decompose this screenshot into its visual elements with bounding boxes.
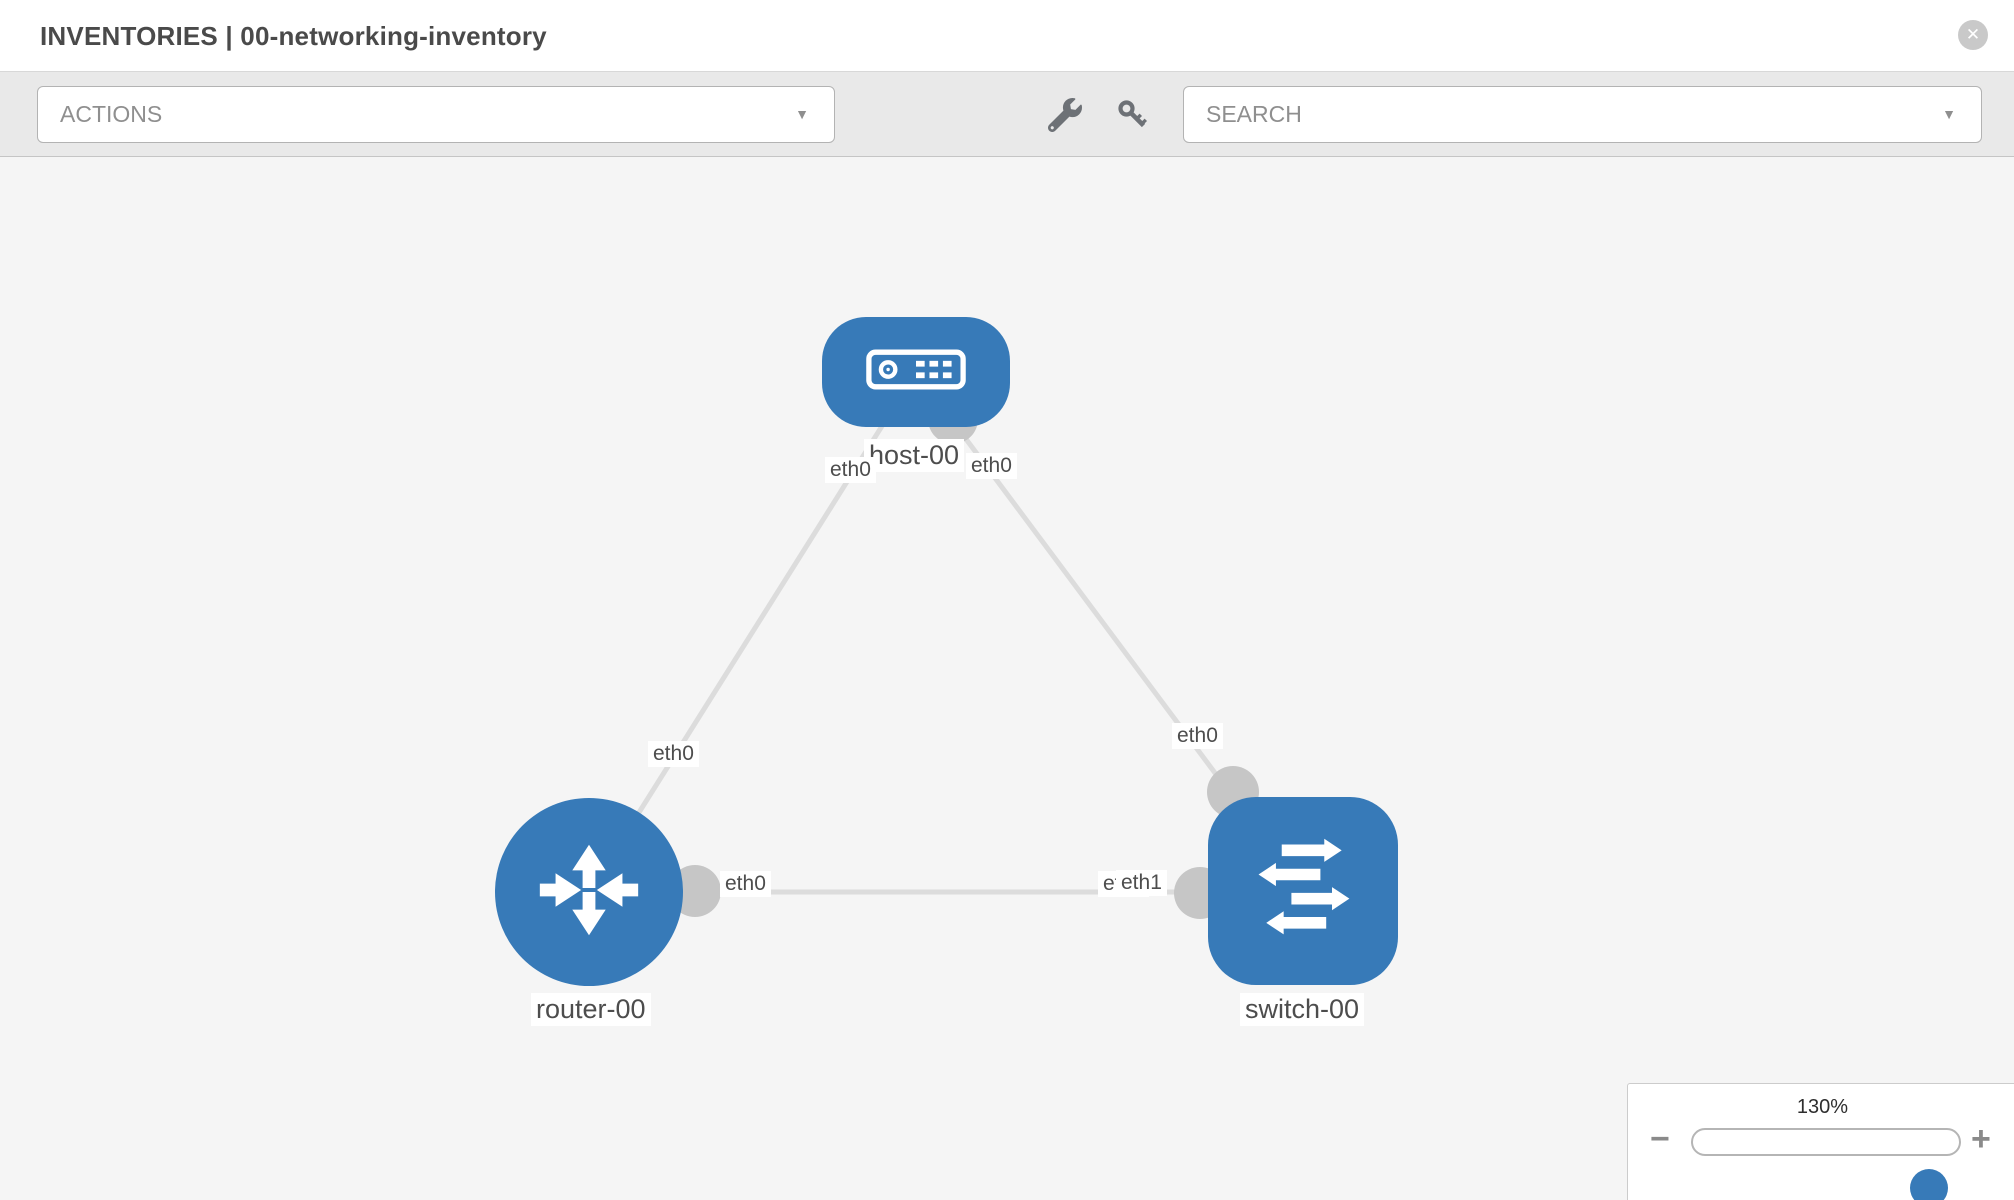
node-router-00[interactable] xyxy=(495,798,683,986)
search-dropdown[interactable]: SEARCH ▼ xyxy=(1183,86,1982,143)
credentials-button[interactable] xyxy=(1116,98,1150,132)
port-label-router-eth0-up: eth0 xyxy=(648,741,699,767)
node-label-router: router-00 xyxy=(531,993,651,1026)
close-button[interactable]: ✕ xyxy=(1958,20,1988,50)
switch-icon xyxy=(1245,831,1361,952)
actions-dropdown-label: ACTIONS xyxy=(60,101,163,127)
zoom-control-panel: 130% − + xyxy=(1627,1083,2014,1200)
node-host-00[interactable] xyxy=(822,317,1010,427)
port-label-router-eth0: eth0 xyxy=(720,871,771,897)
toolbar: ACTIONS ▼ SEARCH ▼ xyxy=(0,72,2014,157)
topology-canvas[interactable]: host-00 router-00 switch-00 eth0 eth0 et… xyxy=(0,157,2014,1200)
actions-dropdown[interactable]: ACTIONS ▼ xyxy=(37,86,835,143)
chevron-down-icon: ▼ xyxy=(795,106,809,122)
zoom-slider-track[interactable] xyxy=(1691,1128,1961,1200)
port-label-switch-eth1: eth1 xyxy=(1116,870,1167,896)
port-label-switch-eth0: eth0 xyxy=(1172,723,1223,749)
router-icon xyxy=(530,831,648,954)
zoom-level-value: 130% xyxy=(1796,1096,1849,1118)
port-label-host-eth0-left: eth0 xyxy=(825,457,876,483)
node-label-host: host-00 xyxy=(864,439,965,472)
zoom-slider-thumb[interactable] xyxy=(1910,1169,1948,1200)
chevron-down-icon: ▼ xyxy=(1942,106,1956,122)
zoom-in-button[interactable]: + xyxy=(1971,1120,1991,1158)
header: INVENTORIES | 00-networking-inventory ✕ xyxy=(0,0,2014,72)
close-icon: ✕ xyxy=(1965,25,1981,44)
node-switch-00[interactable] xyxy=(1208,797,1398,985)
host-icon xyxy=(866,349,966,395)
node-label-switch: switch-00 xyxy=(1240,993,1365,1026)
search-dropdown-label: SEARCH xyxy=(1206,101,1302,127)
key-icon xyxy=(1116,100,1150,136)
port-label-host-eth0-right: eth0 xyxy=(966,453,1017,479)
zoom-out-button[interactable]: − xyxy=(1650,1120,1670,1158)
wrench-icon xyxy=(1047,97,1082,136)
configure-button[interactable] xyxy=(1047,97,1082,133)
page-title: INVENTORIES | 00-networking-inventory xyxy=(40,21,547,51)
edges-layer xyxy=(586,370,1306,919)
